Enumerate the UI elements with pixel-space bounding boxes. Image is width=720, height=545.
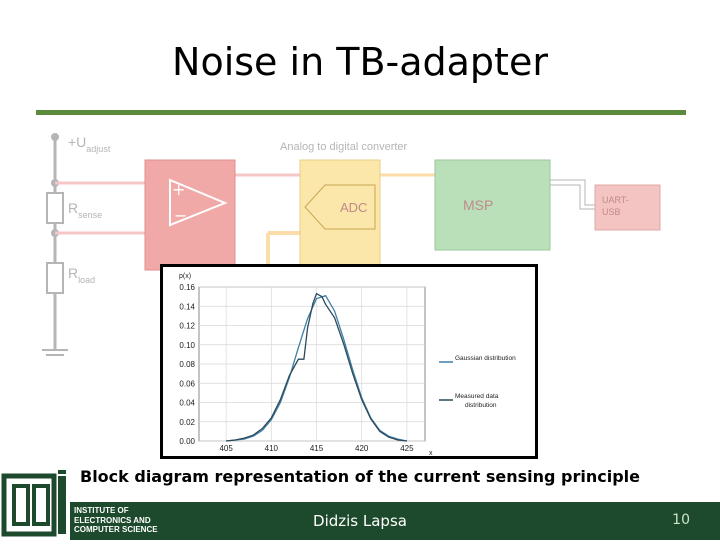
x-tick-label: 420 (355, 444, 369, 453)
institute-name: INSTITUTE OF ELECTRONICS AND COMPUTER SC… (74, 506, 158, 535)
legend-label: Gaussian distribution (455, 355, 516, 362)
series-layer (226, 292, 408, 442)
legend-label: Measured data (455, 393, 499, 400)
axis-layer: 0.16 0.14 0.12 0.10 0.08 0.06 0.04 0.02 0.00 405 4… (179, 273, 433, 457)
page-number: 10 (672, 512, 690, 528)
institute-line: INSTITUTE OF (74, 506, 129, 515)
msp-box (434, 159, 551, 251)
x-tick-label: 415 (310, 444, 324, 453)
amp-plus: + (172, 180, 185, 199)
institute-line: ELECTRONICS AND (74, 515, 151, 525)
slide-caption: Block diagram representation of the curr… (80, 467, 640, 486)
author-name: Didzis Lapsa (313, 512, 407, 530)
y-tick-label: 0.16 (179, 283, 195, 292)
r-sense-resistor (46, 192, 64, 224)
wire-msp-uart-2 (550, 184, 600, 210)
y-axis-label: p(x) (179, 273, 191, 280)
amp-minus: − (174, 206, 187, 225)
x-axis-label: x (429, 450, 433, 456)
node-top (51, 133, 59, 141)
institute-logo (0, 470, 70, 540)
legend-label: distribution (465, 402, 497, 409)
r-load-label: Rload (68, 265, 95, 285)
r-load-resistor (46, 262, 64, 294)
series-line-2 (226, 292, 407, 442)
x-tick-label: 405 (219, 444, 233, 453)
block-diagram: +Uadjust Rsense Rload + − Analog to digi… (42, 133, 661, 356)
y-tick-label: 0.06 (179, 379, 195, 388)
x-tick-label: 410 (265, 444, 279, 453)
y-tick-label: 0.10 (179, 341, 195, 350)
wire-msp-uart-1 (550, 179, 600, 206)
y-tick-label: 0.02 (179, 418, 195, 427)
institute-line: COMPUTER SCIENCE (74, 525, 158, 534)
adc-symbol (304, 184, 376, 230)
adc-label: ADC (340, 200, 367, 215)
y-tick-label: 0.04 (179, 399, 195, 408)
r-sense-label: Rsense (68, 200, 102, 220)
y-tick-label: 0.14 (179, 302, 195, 311)
y-tick-label: 0.00 (179, 437, 195, 446)
u-adjust-label: +Uadjust (68, 134, 111, 154)
amplifier-symbol (169, 178, 228, 227)
noise-chart-frame: 0.16 0.14 0.12 0.10 0.08 0.06 0.04 0.02 0.00 405 4… (160, 264, 538, 459)
uart-label-1: UART- (602, 195, 629, 205)
grid-layer (198, 286, 426, 442)
edi-logo-icon (0, 470, 70, 540)
y-tick-label: 0.08 (179, 360, 195, 369)
slide-title: Noise in TB-adapter (172, 40, 548, 84)
uart-box (594, 184, 661, 231)
adc-caption: Analog to digital converter (280, 141, 408, 153)
title-divider (36, 110, 686, 115)
noise-distribution-chart: 0.16 0.14 0.12 0.10 0.08 0.06 0.04 0.02 0.00 405 4… (179, 273, 516, 457)
footer-bar (0, 502, 720, 540)
y-tick-label: 0.12 (179, 322, 195, 331)
x-tick-label: 425 (400, 444, 414, 453)
msp-label: MSP (463, 197, 493, 213)
uart-label-2: USB (602, 207, 621, 217)
